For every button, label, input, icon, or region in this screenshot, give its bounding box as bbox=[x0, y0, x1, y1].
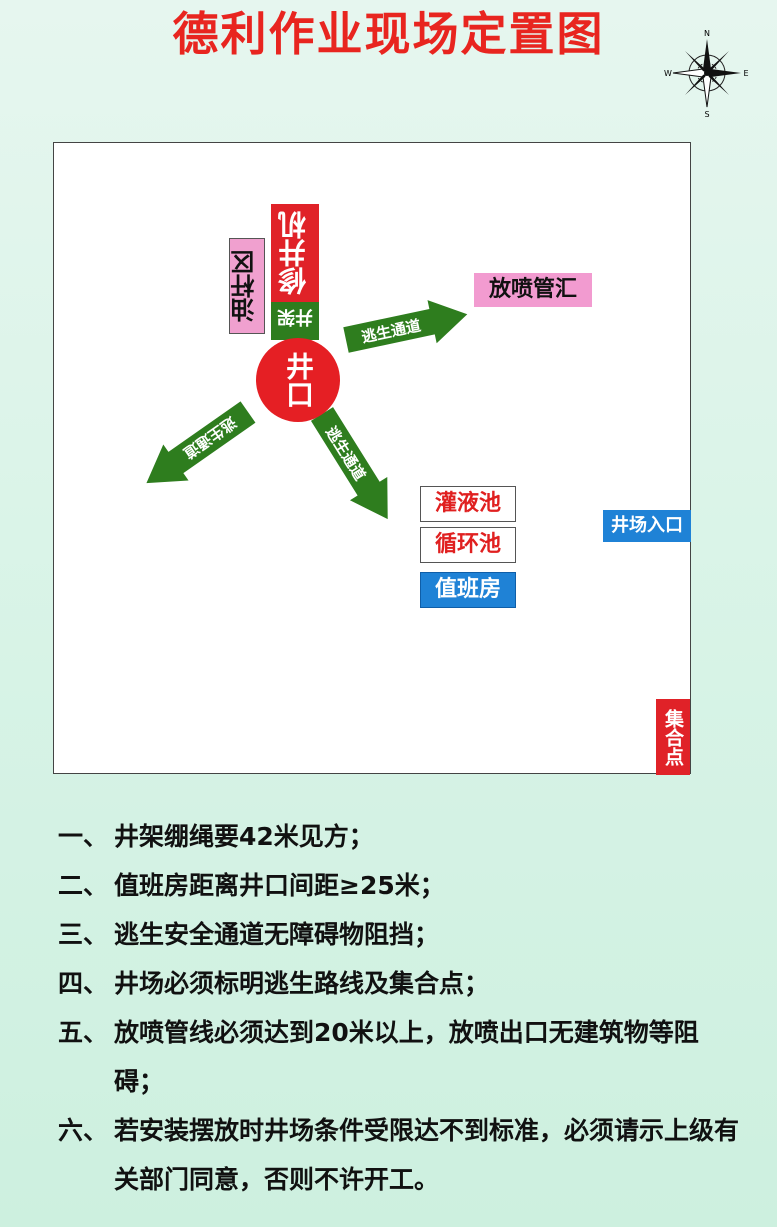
note-item-6: 六、若安装摆放时井场条件受限达不到标准，必须请示上级有关部门同意，否则不许开工。 bbox=[58, 1116, 740, 1194]
site-entrance-label: 井场入口 bbox=[603, 510, 691, 542]
irrigation-pool-label: 灌液池 bbox=[420, 486, 516, 522]
oil-pipe-area-label: 油杆区 bbox=[229, 238, 265, 334]
assembly-point-label: 集合点 bbox=[656, 699, 690, 775]
requirements-list: 一、井架绷绳要42米见方； 二、值班房距离井口间距≥25米； 三、逃生安全通道无… bbox=[58, 812, 748, 1204]
site-map-frame bbox=[53, 142, 691, 774]
compass-n: N bbox=[704, 29, 710, 38]
note-item-2: 二、值班房距离井口间距≥25米； bbox=[58, 871, 445, 900]
wellhead-label: 井口 bbox=[256, 338, 340, 422]
note-item-1: 一、井架绷绳要42米见方； bbox=[58, 822, 374, 851]
repair-machine-label: 修井机 bbox=[271, 204, 319, 302]
note-item-3: 三、逃生安全通道无障碍物阻挡； bbox=[58, 920, 440, 949]
circulation-pool-label: 循环池 bbox=[420, 527, 516, 563]
duty-room-label: 值班房 bbox=[420, 572, 516, 608]
note-item-5: 五、放喷管线必须达到20米以上，放喷出口无建筑物等阻碍； bbox=[58, 1018, 699, 1096]
page-title: 德利作业现场定置图 bbox=[172, 7, 605, 61]
compass-rose-icon: N S E W bbox=[664, 29, 748, 118]
derrick-label: 井架 bbox=[271, 302, 319, 340]
note-item-4: 四、井场必须标明逃生路线及集合点； bbox=[58, 969, 490, 998]
compass-e: E bbox=[743, 69, 748, 78]
blowout-manifold-label: 放喷管汇 bbox=[474, 273, 592, 307]
compass-s: S bbox=[704, 110, 709, 118]
compass-w: W bbox=[664, 69, 672, 78]
